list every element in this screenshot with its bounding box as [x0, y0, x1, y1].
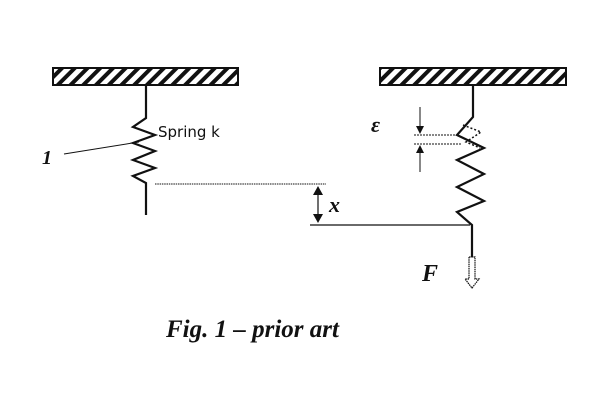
figure-caption: Fig. 1 – prior art: [165, 316, 340, 343]
right-spring-original-coil: [462, 124, 483, 149]
epsilon-bottom-arrow-head: [416, 145, 424, 153]
left-reference-leader-line: [63, 141, 140, 155]
force-arrow-icon: [463, 256, 481, 289]
right-ceiling-support: [379, 67, 567, 86]
spring-k-label: Spring k: [158, 123, 220, 141]
epsilon-top-arrow-head: [416, 126, 424, 134]
epsilon-label: ε: [371, 112, 380, 137]
x-arrow-up-head: [313, 186, 323, 195]
x-arrow-down-head: [313, 214, 323, 223]
force-f-label: F: [421, 261, 438, 287]
displacement-x-label: x: [328, 192, 340, 217]
right-spring: [454, 85, 487, 257]
left-ceiling-support: [52, 67, 239, 86]
reference-numeral-1: 1: [42, 147, 52, 169]
left-spring: [129, 85, 159, 215]
